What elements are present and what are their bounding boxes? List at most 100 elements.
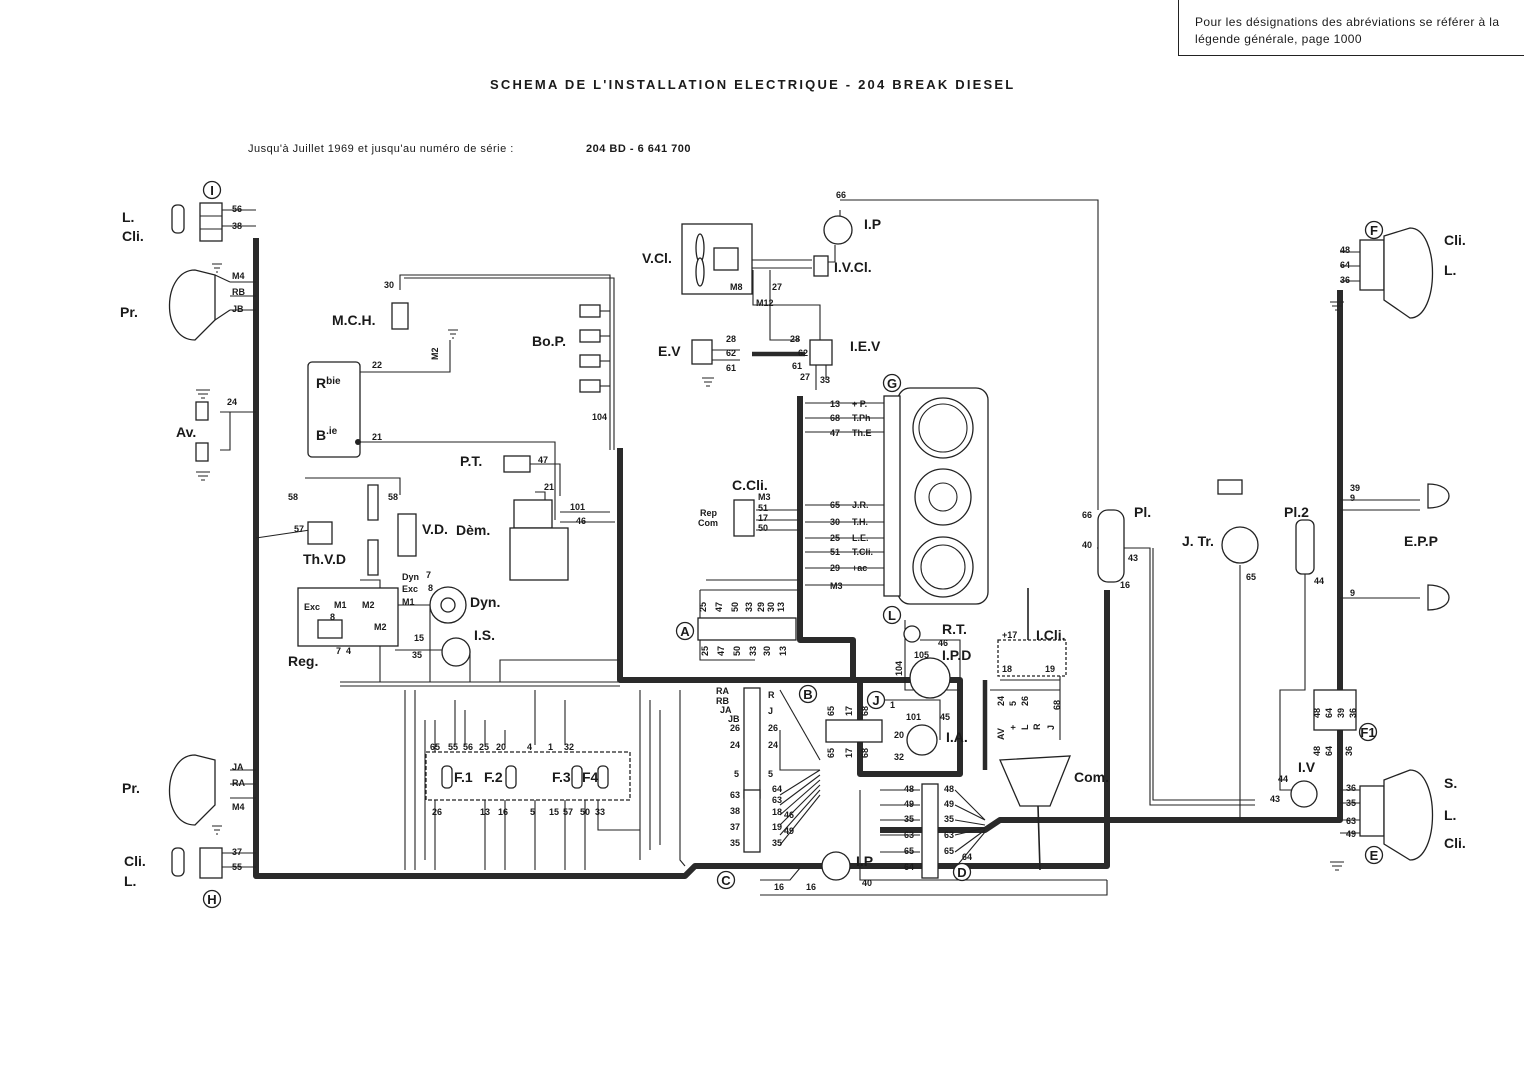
svg-text:50: 50: [730, 602, 740, 612]
rear-lamp-group-top: [1359, 227, 1434, 319]
connector-F1: F1 48 64 39 36 48 64 36: [1312, 689, 1378, 756]
rheostat: [903, 625, 921, 643]
svg-text:24: 24: [996, 696, 1006, 706]
label-s-rear: S.: [1444, 775, 1457, 791]
wiper-switch: [813, 255, 829, 277]
svg-text:25: 25: [830, 533, 840, 543]
svg-text:36: 36: [1344, 746, 1354, 756]
reversing-light-switch: [1290, 780, 1318, 808]
svg-text:24: 24: [227, 397, 237, 407]
svg-text:JA: JA: [232, 762, 244, 772]
svg-text:65: 65: [1246, 572, 1256, 582]
label-pr-top: Pr.: [120, 304, 138, 320]
svg-text:Rep: Rep: [700, 508, 718, 518]
svg-text:J: J: [872, 693, 879, 708]
svg-text:36: 36: [1346, 783, 1356, 793]
svg-text:63: 63: [772, 795, 782, 805]
gauge-terminal-strip: [883, 395, 901, 597]
legend-reference-note: Pour les désignations des abréviations s…: [1178, 0, 1524, 56]
svg-text:37: 37: [730, 822, 740, 832]
svg-text:21: 21: [544, 482, 554, 492]
svg-text:26: 26: [730, 723, 740, 733]
svg-text:36: 36: [1348, 708, 1358, 718]
svg-text:+ P.: + P.: [852, 399, 867, 409]
connector-C-numbers: 63 38 37 35 64 63 18 19 35 46 49: [730, 784, 794, 848]
svg-text:45: 45: [940, 712, 950, 722]
svg-text:8: 8: [330, 612, 335, 622]
svg-text:38: 38: [730, 806, 740, 816]
svg-text:19: 19: [772, 822, 782, 832]
svg-text:26: 26: [768, 723, 778, 733]
oil-pressure-indicator-top: [823, 215, 853, 245]
number-plate-lamps: [1427, 483, 1450, 611]
label-dyn: Dyn.: [470, 594, 500, 610]
connector-A-top-numbers: 25 47 50 33 29 30 13: [698, 602, 786, 612]
label-ip-top: I.P: [864, 216, 881, 232]
label-com: Com.: [1074, 769, 1109, 785]
svg-text:68: 68: [860, 748, 870, 758]
svg-text:+17: +17: [1002, 630, 1017, 640]
label-dem: Dèm.: [456, 522, 490, 538]
connector-B: B: [743, 684, 818, 799]
svg-text:M12: M12: [756, 298, 774, 308]
svg-text:JB: JB: [232, 304, 244, 314]
svg-text:46: 46: [938, 638, 948, 648]
connector-A: A: [675, 617, 797, 641]
svg-text:RB: RB: [716, 696, 729, 706]
svg-text:9: 9: [1350, 588, 1355, 598]
svg-text:B: B: [803, 687, 812, 702]
svg-text:35: 35: [772, 838, 782, 848]
pressure-switch: [503, 455, 531, 473]
svg-text:L.E.: L.E.: [852, 533, 869, 543]
svg-text:63: 63: [904, 830, 914, 840]
svg-text:37: 37: [232, 847, 242, 857]
svg-text:17: 17: [758, 513, 768, 523]
combination-switch: [999, 755, 1071, 871]
svg-text:35: 35: [944, 814, 954, 824]
svg-text:62: 62: [798, 348, 808, 358]
label-rt: R.T.: [942, 621, 967, 637]
svg-text:9: 9: [1350, 493, 1355, 503]
label-ccli: C.Cli.: [732, 477, 768, 493]
svg-text:8: 8: [428, 583, 433, 593]
svg-text:M3: M3: [758, 492, 771, 502]
label-rbie: Rbie: [316, 375, 341, 391]
label-cli-rear-left: Cli.: [124, 853, 146, 869]
svg-text:C: C: [721, 873, 731, 888]
svg-text:63: 63: [730, 790, 740, 800]
svg-text:39: 39: [1336, 708, 1346, 718]
label-l-front-left: L.: [122, 209, 134, 225]
svg-text:65: 65: [904, 846, 914, 856]
svg-text:25: 25: [700, 646, 710, 656]
svg-text:30: 30: [762, 646, 772, 656]
svg-text:57: 57: [294, 524, 304, 534]
svg-text:35: 35: [730, 838, 740, 848]
svg-text:13: 13: [830, 399, 840, 409]
label-l-rear-bottom: L.: [1444, 807, 1456, 823]
svg-text:T.Ph: T.Ph: [852, 413, 871, 423]
svg-text:M4: M4: [232, 802, 245, 812]
svg-text:64: 64: [962, 852, 972, 862]
svg-text:46: 46: [784, 810, 794, 820]
label-is: I.S.: [474, 627, 495, 643]
svg-text:L: L: [1020, 724, 1030, 730]
svg-text:Com: Com: [698, 518, 718, 528]
svg-text:15: 15: [549, 807, 559, 817]
svg-text:A: A: [680, 624, 690, 639]
label-mch: M.C.H.: [332, 312, 376, 328]
svg-text:M2: M2: [362, 600, 375, 610]
svg-text:47: 47: [538, 455, 548, 465]
label-pr-bottom: Pr.: [122, 780, 140, 796]
svg-text:56: 56: [463, 742, 473, 752]
svg-text:58: 58: [288, 492, 298, 502]
svg-text:63: 63: [1346, 816, 1356, 826]
svg-text:56: 56: [232, 204, 242, 214]
diagram-subtitle: Jusqu'à Juillet 1969 et jusqu'au numéro …: [248, 143, 514, 155]
svg-text:43: 43: [1128, 553, 1138, 563]
svg-text:64: 64: [1324, 746, 1334, 756]
svg-text:I: I: [210, 183, 214, 198]
svg-text:T.H.: T.H.: [852, 517, 868, 527]
svg-text:16: 16: [498, 807, 508, 817]
label-icli: I.Cli.: [1036, 627, 1066, 643]
svg-text:13: 13: [776, 602, 786, 612]
